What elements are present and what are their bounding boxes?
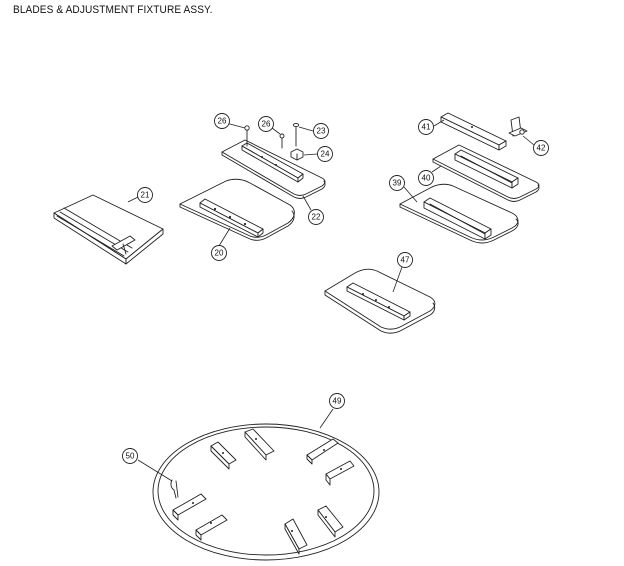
svg-text:47: 47 xyxy=(401,256,410,265)
svg-text:41: 41 xyxy=(422,123,431,132)
part-41-bar xyxy=(440,112,507,151)
part-39-blade xyxy=(399,183,519,244)
leader-lines xyxy=(127,119,535,482)
part-20-blade xyxy=(179,178,295,241)
part-40-blade xyxy=(432,144,540,202)
part-21-blade xyxy=(53,194,164,265)
callout-20: 20 xyxy=(211,245,227,261)
svg-text:24: 24 xyxy=(321,150,330,159)
callout-42: 42 xyxy=(533,140,549,156)
callout-24: 24 xyxy=(317,146,333,162)
svg-text:21: 21 xyxy=(141,191,150,200)
part-42-bracket xyxy=(508,116,528,137)
part-47-blade xyxy=(324,268,436,334)
callout-40: 40 xyxy=(418,170,434,186)
svg-text:49: 49 xyxy=(333,397,342,406)
callout-22: 22 xyxy=(308,209,324,225)
svg-text:23: 23 xyxy=(317,127,326,136)
svg-text:42: 42 xyxy=(537,144,546,153)
svg-text:20: 20 xyxy=(215,249,224,258)
svg-text:26: 26 xyxy=(262,120,271,129)
callout-26b: 26 xyxy=(258,116,274,132)
part-22-blade xyxy=(221,139,326,199)
callout-26a: 26 xyxy=(214,113,230,129)
callout-23: 23 xyxy=(313,123,329,139)
callout-41: 41 xyxy=(418,119,434,135)
svg-text:26: 26 xyxy=(218,117,227,126)
callout-21: 21 xyxy=(137,187,153,203)
page-title: BLADES & ADJUSTMENT FIXTURE ASSY. xyxy=(13,4,213,16)
callout-50: 50 xyxy=(122,448,138,464)
hardware-bolts xyxy=(244,122,304,161)
svg-text:39: 39 xyxy=(393,179,402,188)
part-50-clip xyxy=(170,479,179,499)
svg-text:22: 22 xyxy=(312,213,321,222)
svg-text:40: 40 xyxy=(422,174,431,183)
callout-49: 49 xyxy=(329,393,345,409)
part-49-pan xyxy=(152,423,380,561)
svg-text:50: 50 xyxy=(126,452,135,461)
callout-39: 39 xyxy=(389,175,405,191)
callout-47: 47 xyxy=(397,252,413,268)
